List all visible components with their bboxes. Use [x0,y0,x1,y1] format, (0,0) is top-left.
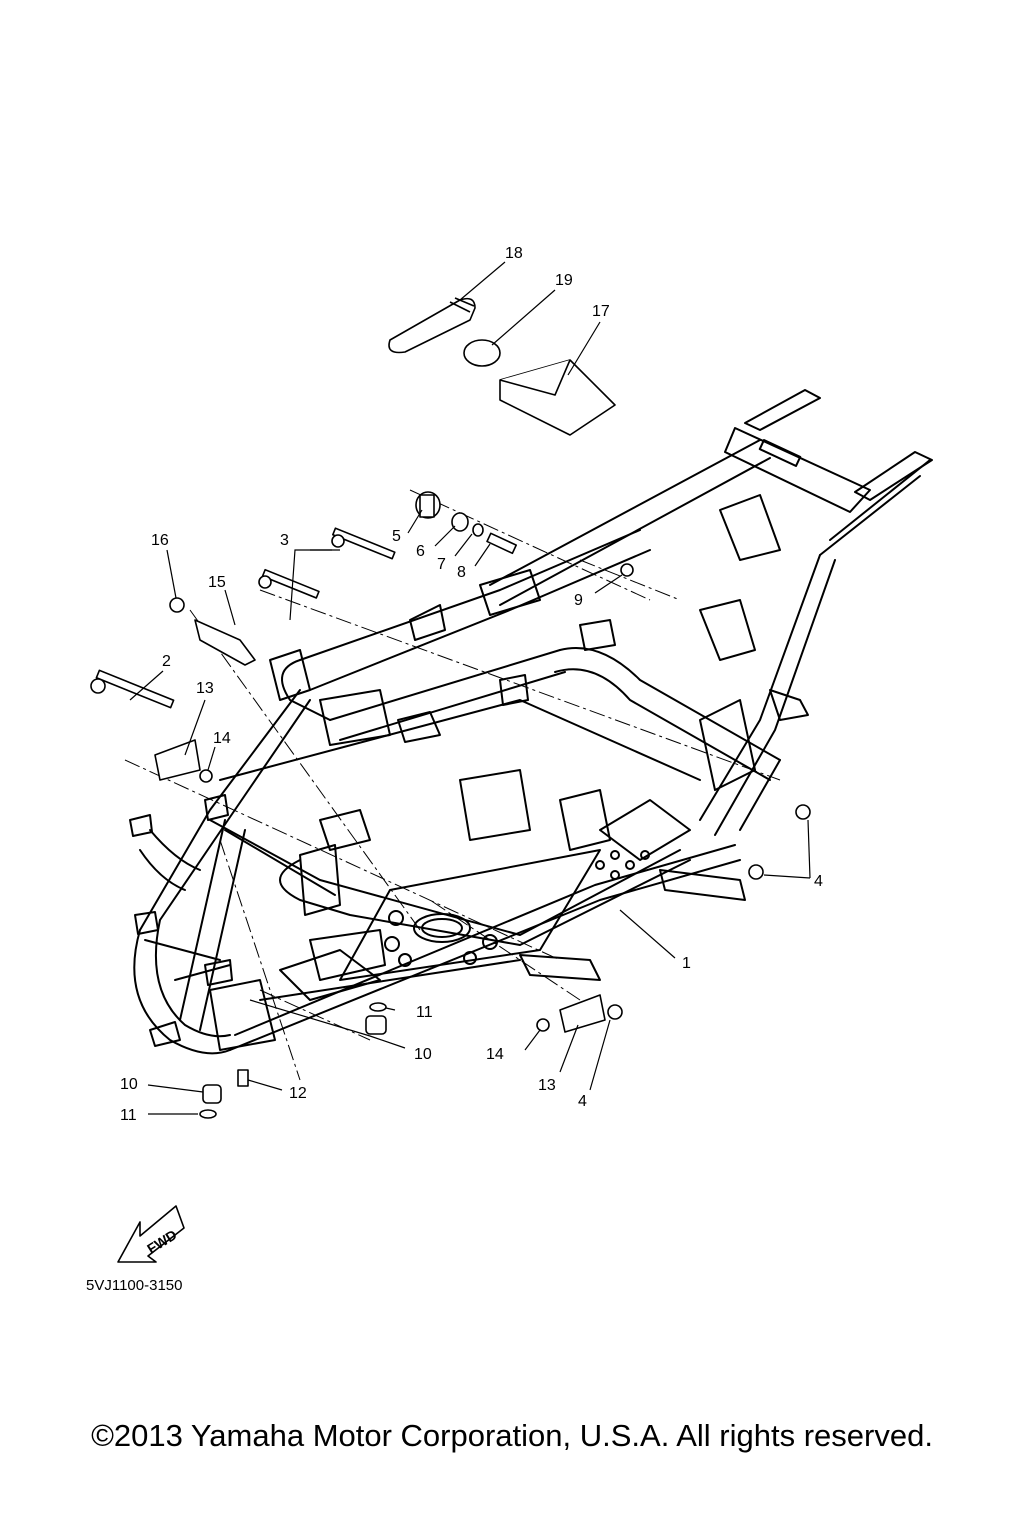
fwd-arrow-icon: FWD [117,1205,185,1263]
callout-9: 9 [574,592,583,609]
callout-18: 18 [505,245,523,262]
callout-7: 7 [437,556,446,573]
parts [90,297,811,1119]
callout-3: 3 [280,532,289,549]
callout-4-upper: 4 [814,873,823,890]
callout-19: 19 [555,272,573,289]
callout-13-lower: 13 [538,1077,556,1094]
callout-17: 17 [592,303,610,320]
callout-12: 12 [289,1085,307,1102]
diagram-part-code: 5VJ1100-3150 [86,1277,182,1294]
callout-11-right: 11 [416,1004,433,1021]
callout-1: 1 [682,955,691,972]
callout-5: 5 [392,528,401,545]
callout-14-upper: 14 [213,730,231,747]
callout-labels: 18 19 17 5 6 7 8 3 9 16 15 2 13 14 4 1 1… [120,245,823,1124]
copyright-notice: ©2013 Yamaha Motor Corporation, U.S.A. A… [91,1418,933,1453]
callout-16: 16 [151,532,169,549]
callout-11-left: 11 [120,1107,137,1124]
callout-6: 6 [416,543,425,560]
callout-14-lower: 14 [486,1046,504,1063]
atv-frame [129,389,933,1055]
callout-8: 8 [457,564,466,581]
callout-15: 15 [208,574,226,591]
callout-2: 2 [162,653,171,670]
callout-10-left: 10 [120,1076,138,1093]
assembly-lines [124,489,781,1081]
leader-lines [129,261,811,1115]
callout-10-right: 10 [414,1046,432,1063]
callout-13-upper: 13 [196,680,214,697]
callout-4-lower: 4 [578,1093,587,1110]
